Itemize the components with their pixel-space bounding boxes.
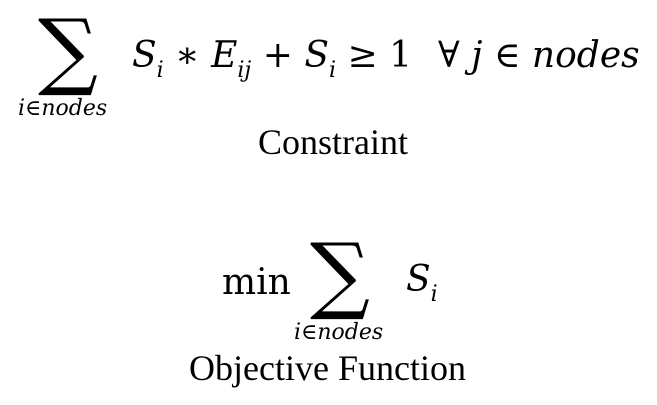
subscript-i: i	[156, 58, 164, 83]
summation-symbol: ∑	[310, 225, 370, 323]
geq-operator: ≥	[347, 35, 378, 76]
quantifier-clause: ∀ j ∈ nodes	[438, 38, 640, 74]
objective-term: Si	[406, 262, 438, 306]
times-operator: ∗	[175, 35, 200, 76]
forall-symbol: ∀	[438, 35, 460, 76]
summation-index: i∈nodes	[18, 96, 108, 121]
constant-one: 1	[389, 35, 413, 76]
variable-s: S	[304, 35, 329, 76]
variable-s: S	[132, 35, 157, 76]
plus-operator: +	[262, 35, 293, 76]
variable-e: E	[211, 35, 238, 76]
variable-j: j	[471, 35, 483, 76]
subscript-i: i	[430, 282, 438, 307]
subscript-ij: ij	[237, 58, 252, 83]
constraint-expression: Si ∗ Eij + Si ≥ 1	[132, 38, 412, 82]
summation-symbol: ∑	[38, 1, 98, 99]
objective-caption: Objective Function	[189, 348, 466, 388]
summation-index: i∈nodes	[294, 320, 384, 345]
variable-s: S	[406, 259, 431, 300]
constraint-caption: Constraint	[258, 122, 408, 162]
subscript-i: i	[328, 58, 337, 83]
min-operator: min	[222, 262, 291, 303]
element-of-symbol: ∈	[493, 35, 521, 76]
nodes-set: nodes	[531, 35, 640, 76]
